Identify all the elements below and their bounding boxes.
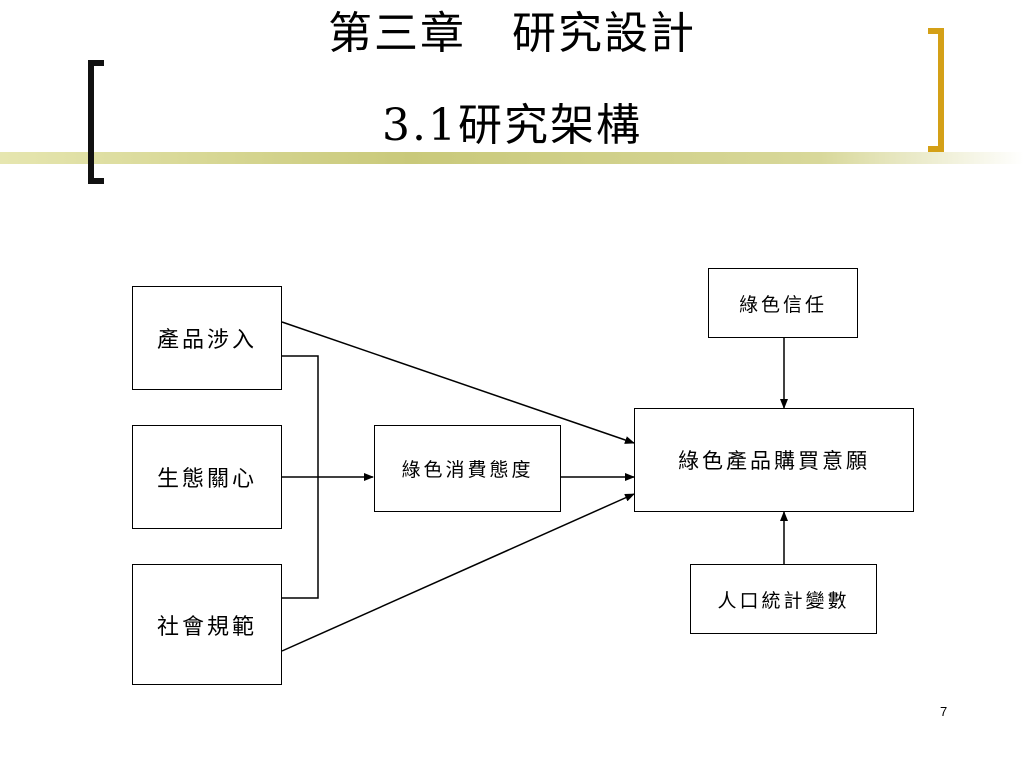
node-demographics: 人口統計變數: [690, 564, 877, 634]
node-green-attitude: 綠色消費態度: [374, 425, 561, 512]
node-label: 綠色信任: [738, 293, 827, 316]
node-eco-concern: 生態關心: [132, 425, 282, 529]
right-bracket-decoration: [928, 28, 944, 152]
node-product-involvement: 產品涉入: [132, 286, 282, 390]
title-accent-bar: [0, 152, 1024, 164]
page-number: 7: [940, 704, 948, 719]
slide-subtitle: 3.1研究架構: [382, 100, 642, 151]
node-label: 產品涉入: [156, 328, 257, 353]
arrow-involvement-to-intention: [281, 321, 635, 444]
node-green-trust: 綠色信任: [708, 268, 858, 338]
node-label: 綠色產品購買意願: [678, 449, 870, 473]
node-social-norms: 社會規範: [132, 564, 282, 685]
node-label: 生態關心: [156, 467, 257, 492]
slide-title: 第三章 研究設計: [328, 8, 696, 59]
arrow-norms-to-intention: [281, 493, 635, 652]
left-bracket-decoration: [88, 60, 104, 184]
node-label: 人口統計變數: [717, 589, 850, 612]
node-label: 綠色消費態度: [401, 459, 534, 481]
node-label: 社會規範: [156, 614, 257, 640]
node-green-purchase-intention: 綠色產品購買意願: [634, 408, 914, 512]
